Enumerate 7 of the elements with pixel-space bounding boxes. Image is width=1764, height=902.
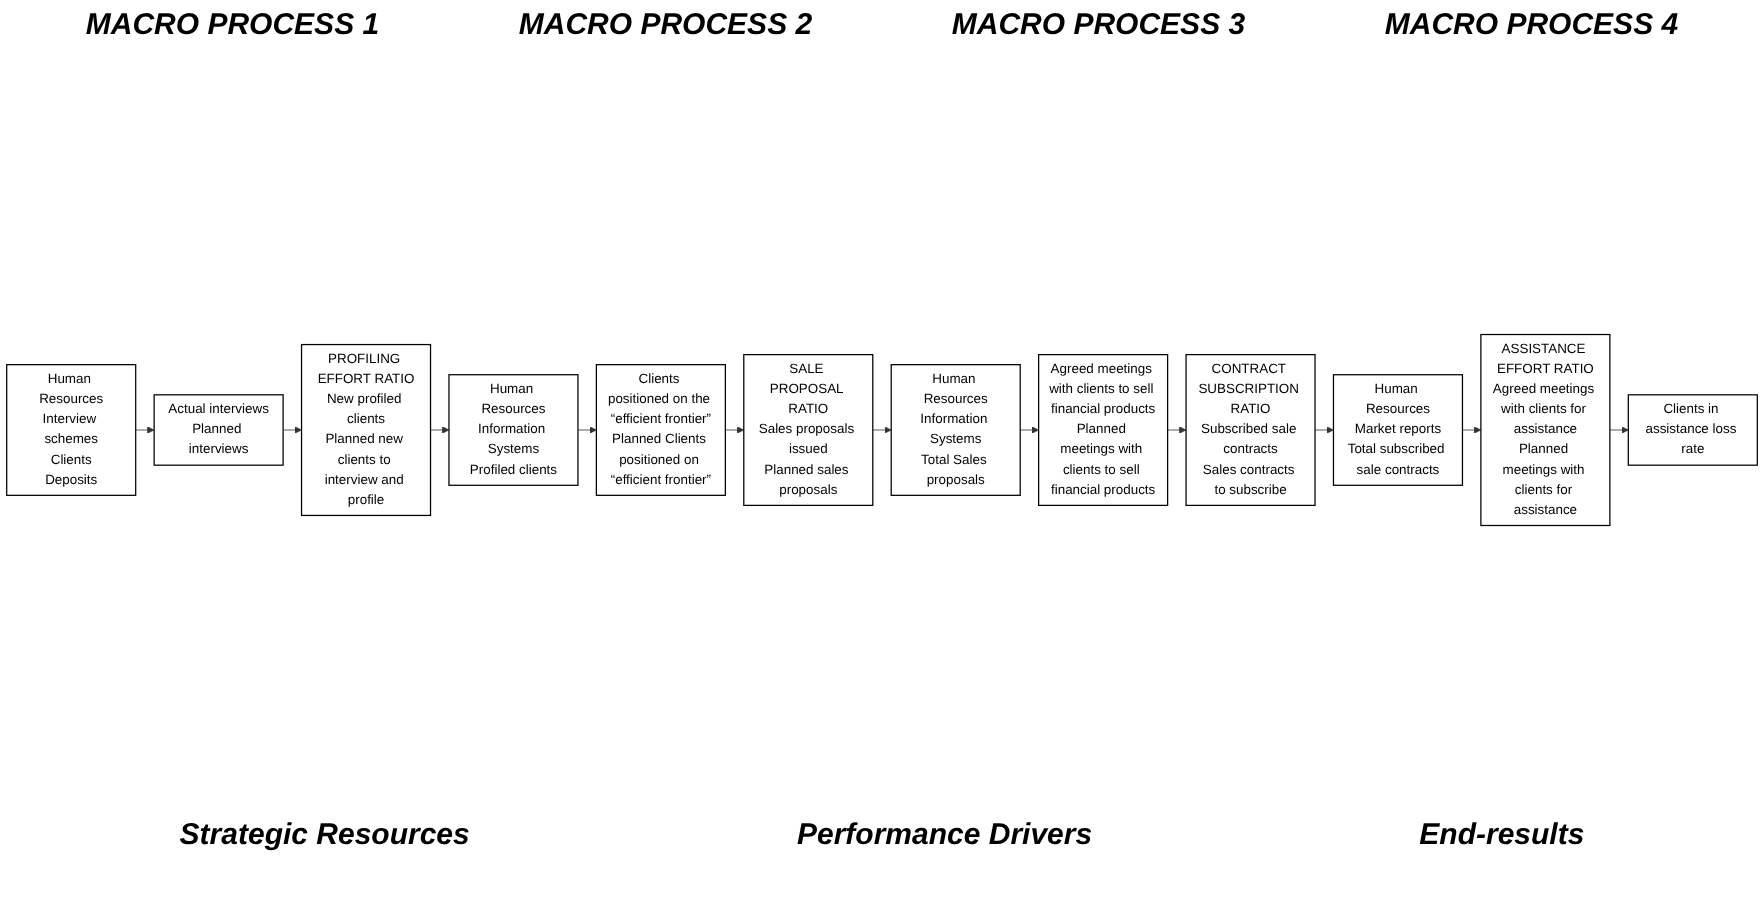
row-label: Strategic Resources (179, 818, 470, 852)
column-heading: MACRO PROCESS 2 (518, 8, 813, 42)
row-label: Performance Drivers (796, 818, 1093, 852)
row-label: End-results (1419, 818, 1585, 852)
column-heading: MACRO PROCESS 3 (951, 8, 1246, 42)
column-heading: MACRO PROCESS 4 (1384, 8, 1679, 42)
column-heading: MACRO PROCESS 1 (85, 8, 380, 42)
